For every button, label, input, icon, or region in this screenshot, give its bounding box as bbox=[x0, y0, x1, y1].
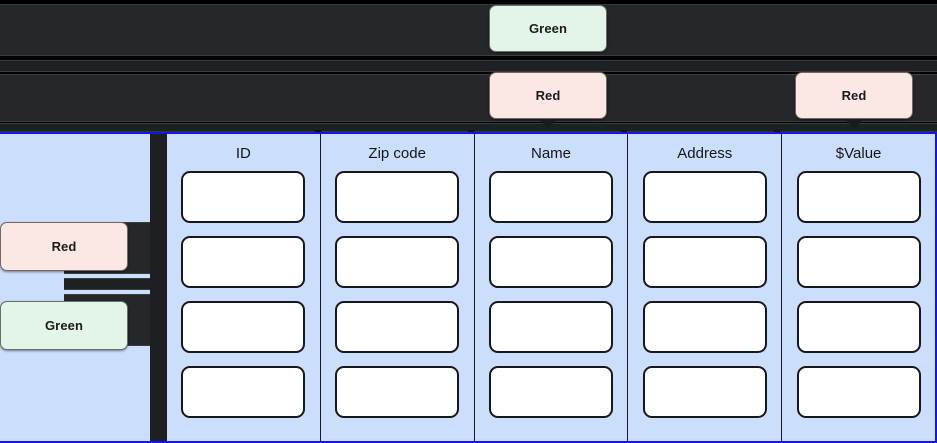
column-cells-address bbox=[628, 171, 781, 441]
table-cell[interactable] bbox=[181, 366, 306, 418]
table-cell[interactable] bbox=[796, 236, 921, 288]
toolbar-strip-lower bbox=[0, 74, 937, 122]
table-column-name[interactable]: Name bbox=[475, 134, 629, 441]
table-cell[interactable] bbox=[335, 171, 460, 223]
table-cell[interactable] bbox=[181, 236, 306, 288]
column-header-value: $Value bbox=[835, 145, 882, 162]
column-cells-id bbox=[167, 171, 320, 441]
column-cells-name bbox=[475, 171, 628, 441]
table-column-value[interactable]: $Value bbox=[782, 134, 935, 441]
badge-red-panel[interactable]: Red bbox=[0, 222, 128, 271]
toolbar-strip-upper bbox=[0, 4, 937, 56]
column-header-name: Name bbox=[530, 145, 571, 162]
panel-notch-gap bbox=[64, 278, 154, 290]
caret-down-icon-value bbox=[845, 119, 863, 129]
panel-divider-bar bbox=[150, 134, 167, 441]
table-column-id[interactable]: ID bbox=[167, 134, 321, 441]
column-header-id: ID bbox=[235, 145, 251, 162]
column-cells-zip-code bbox=[321, 171, 474, 441]
table-cell[interactable] bbox=[796, 301, 921, 353]
table-cell[interactable] bbox=[796, 366, 921, 418]
toolbar-strip-gap bbox=[0, 60, 937, 72]
table-cell[interactable] bbox=[642, 366, 767, 418]
table-cell[interactable] bbox=[488, 301, 613, 353]
table-cell[interactable] bbox=[642, 301, 767, 353]
column-header-zip-code: Zip code bbox=[368, 145, 426, 162]
table-cell[interactable] bbox=[181, 171, 306, 223]
table-cell[interactable] bbox=[642, 171, 767, 223]
badge-red-value[interactable]: Red bbox=[795, 72, 913, 119]
table-column-zip-code[interactable]: Zip code bbox=[321, 134, 475, 441]
column-header-address: Address bbox=[677, 145, 733, 162]
badge-green-top[interactable]: Green bbox=[489, 5, 607, 52]
table-column-address[interactable]: Address bbox=[628, 134, 783, 441]
column-cells-value bbox=[782, 171, 935, 441]
table-cell[interactable] bbox=[488, 171, 613, 223]
table-cell[interactable] bbox=[335, 366, 460, 418]
data-table: ID Zip code Name bbox=[167, 134, 935, 441]
table-cell[interactable] bbox=[488, 366, 613, 418]
table-cell[interactable] bbox=[796, 171, 921, 223]
table-cell[interactable] bbox=[488, 236, 613, 288]
table-cell[interactable] bbox=[181, 301, 306, 353]
badge-red-name[interactable]: Red bbox=[489, 72, 607, 119]
caret-down-icon-name bbox=[539, 119, 557, 129]
table-selection-outline bbox=[0, 132, 937, 443]
table-cell[interactable] bbox=[642, 236, 767, 288]
table-cell[interactable] bbox=[335, 236, 460, 288]
table-cell[interactable] bbox=[335, 301, 460, 353]
badge-green-panel[interactable]: Green bbox=[0, 301, 128, 350]
